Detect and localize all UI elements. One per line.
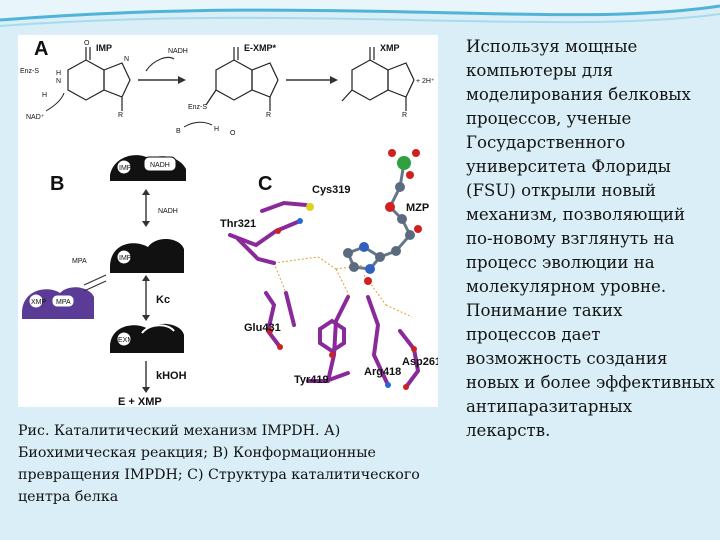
nadh-label: NADH [168, 48, 188, 55]
xmp-structure [341, 47, 415, 111]
atom-h: H [214, 126, 219, 133]
atom-r: R [402, 112, 407, 119]
nadh-top-label: NADH [150, 162, 170, 169]
residue-glu431: Glu431 [244, 322, 281, 334]
body-paragraph: Используя мощные компьютеры для моделиро… [466, 37, 715, 440]
atom-r: R [266, 112, 271, 119]
exmp-label: E-XMP* [244, 43, 277, 53]
atom-r: R [118, 112, 123, 119]
kc-label: Kc [156, 294, 170, 306]
panel-b-label: B [50, 173, 64, 195]
enz-s-mid-label: Enz-S [188, 104, 207, 111]
xmp-side-label: XMP [31, 299, 47, 306]
impdh-mechanism-diagram: A IMP O N H N R Enz-S NAD⁺ H NADH [20, 38, 438, 407]
mzp-ligand [343, 149, 422, 285]
product-label: E + XMP [118, 396, 162, 407]
impdh-figure: A IMP O N H N R Enz-S NAD⁺ H NADH [18, 35, 438, 407]
protein-residues [228, 200, 421, 389]
figure-caption: Рис. Каталитический механизм IMPDH. А) Б… [18, 423, 420, 505]
atom-h: H [56, 70, 61, 77]
mpa-label: MPA [72, 258, 87, 265]
residue-arg418: Arg418 [364, 366, 401, 378]
enzyme-conformation-3 [110, 323, 184, 353]
atom-n: N [56, 78, 61, 85]
imp-structure [67, 47, 131, 111]
mpa-complex [22, 287, 94, 319]
exmp-side-label: EXMP [118, 337, 138, 344]
atom-o: O [84, 40, 90, 47]
residue-thr321: Thr321 [220, 218, 256, 230]
hydrogen-bonds [273, 256, 413, 318]
atom-o: O [230, 130, 236, 137]
residue-atoms [267, 203, 417, 390]
enzyme-conformation-1 [110, 155, 186, 181]
exmp-structure [205, 47, 279, 111]
imp-label: IMP [96, 43, 112, 53]
imp-top-label: IMP [119, 165, 132, 172]
nadh-step-label: NADH [158, 208, 178, 215]
xmp-label: XMP [380, 43, 400, 53]
atom-b: B [176, 128, 181, 135]
proton-label: + 2H⁺ [416, 78, 435, 85]
atom-n: N [124, 56, 129, 63]
residue-asp261: Asp261 [402, 356, 438, 368]
residue-cys319: Cys319 [312, 184, 351, 196]
electron-arrow [45, 92, 65, 112]
panel-a-label: A [34, 38, 48, 60]
residue-tyr419: Tyr419 [294, 374, 329, 386]
mpa-side-label: MPA [56, 299, 71, 306]
imp-mid-label: IMP [119, 255, 132, 262]
enzyme-conformation-2 [110, 238, 184, 273]
nad-label: NAD⁺ [26, 114, 45, 121]
residue-mzp: MZP [406, 202, 429, 214]
enz-s-label: Enz-S [20, 68, 39, 75]
atom-h: H [42, 92, 47, 99]
panel-c-label: C [258, 173, 272, 195]
khoh-label: kHOH [156, 370, 187, 382]
